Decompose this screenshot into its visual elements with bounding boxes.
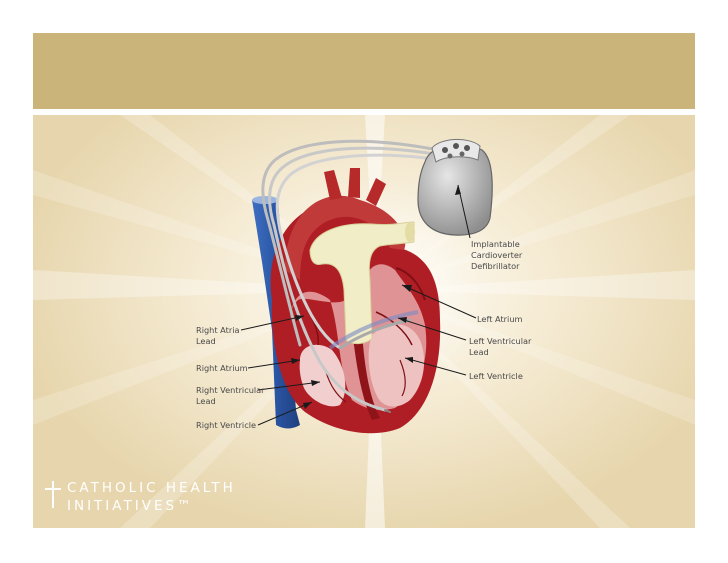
label-defibrillator: Defibrillator — [471, 261, 520, 271]
logo-line1: CATHOLIC HEALTH — [67, 480, 236, 496]
logo: CATHOLIC HEALTH INITIATIVES™ — [45, 480, 236, 514]
label-right-ventricular-lead-1: Right Ventricular — [196, 385, 265, 395]
label-left-ventricular-lead-2: Lead — [469, 347, 489, 357]
label-right-ventricular-lead-2: Lead — [196, 396, 216, 406]
label-left-atrium: Left Atrium — [477, 314, 523, 324]
label-left-ventricle: Left Ventricle — [469, 371, 523, 381]
logo-line2: INITIATIVES™ — [67, 498, 194, 514]
icd-device — [418, 139, 492, 235]
label-right-ventricle: Right Ventricle — [196, 420, 256, 430]
label-left-ventricular-lead-1: Left Ventricular — [469, 336, 532, 346]
label-right-atria-lead-2: Lead — [196, 336, 216, 346]
label-right-atria-lead-1: Right Atria — [196, 325, 240, 335]
label-implantable: Implantable — [471, 239, 520, 249]
cross-icon — [45, 481, 61, 508]
label-right-atrium: Right Atrium — [196, 363, 248, 373]
label-cardioverter: Cardioverter — [471, 250, 523, 260]
